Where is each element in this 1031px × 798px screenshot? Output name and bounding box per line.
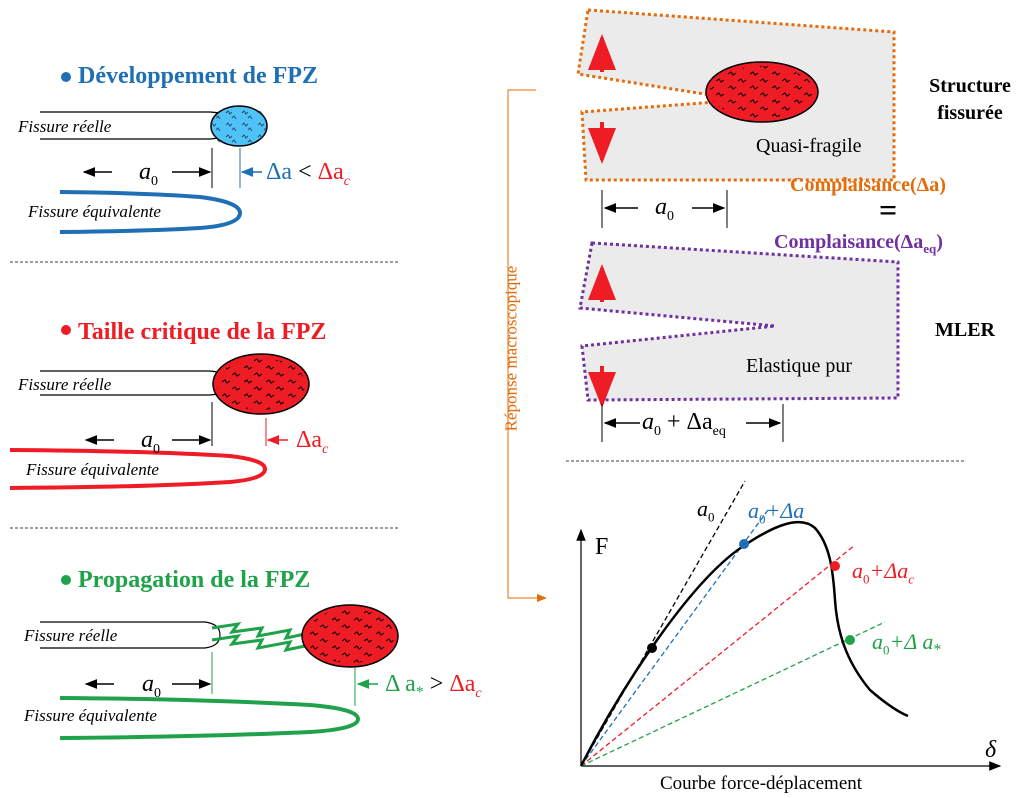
equiv-crack-shape xyxy=(59,190,243,234)
macro-response-label: Réponse macroscopique xyxy=(501,265,521,432)
mler-label: MLER xyxy=(935,319,995,341)
curve-point-2 xyxy=(830,561,840,571)
microcracks xyxy=(217,358,305,410)
specimen2-group xyxy=(578,241,900,442)
secant-line-3 xyxy=(580,621,886,767)
series-label-green: a0+Δ a* xyxy=(872,629,942,659)
microcracks xyxy=(306,609,394,663)
a0-label: a0 xyxy=(141,427,160,457)
equiv-crack-label: Fissure équivalente xyxy=(24,706,157,725)
real-crack-label: Fissure réelle xyxy=(24,626,118,645)
real-crack-label: Fissure réelle xyxy=(18,375,112,394)
structure-label: Structure xyxy=(929,75,1011,97)
curve-point-1 xyxy=(739,539,749,549)
y-axis-label: F xyxy=(595,534,609,560)
a0-label: a0 xyxy=(139,159,158,189)
equiv-crack-shape xyxy=(59,696,361,740)
force-displacement-curve xyxy=(579,520,909,767)
secant-line-0 xyxy=(580,480,746,767)
microcracks xyxy=(710,66,814,118)
equiv-crack-label: Fissure équivalente xyxy=(26,460,159,479)
specimen-elastic xyxy=(578,241,900,402)
a0-label: a0 xyxy=(655,194,674,224)
delta-condition: Δ a* > Δac xyxy=(385,671,482,701)
a0-plus-daeq-label: a0 + Δaeq xyxy=(642,409,726,439)
stage2-title: Taille critique de la FPZ xyxy=(78,319,327,345)
stage2-group xyxy=(9,325,310,490)
series-label-a0: a0 xyxy=(697,496,715,525)
specimen1-group xyxy=(576,8,896,228)
microcracks xyxy=(211,106,267,146)
stage3-group xyxy=(40,575,399,740)
delta-condition: Δa < Δac xyxy=(266,159,350,189)
curve-point-0 xyxy=(647,643,657,653)
equals-sign: = xyxy=(879,192,898,228)
x-axis-label: δ xyxy=(985,737,997,763)
secant-line-1 xyxy=(580,509,769,767)
bullet-icon xyxy=(61,72,71,82)
stage1-group xyxy=(40,72,268,234)
crack-bridge xyxy=(211,633,306,653)
real-crack-shape xyxy=(40,621,221,649)
specimen1-label: Quasi-fragile xyxy=(756,135,862,157)
specimen2-label: Elastique pur xyxy=(746,355,853,377)
dac-label: Δac xyxy=(296,427,329,457)
compliance-delta-a: Complaisance(Δa) xyxy=(790,174,946,196)
chart-title: Courbe force-déplacement xyxy=(660,773,863,794)
a0-label: a0 xyxy=(142,671,161,701)
bullet-icon xyxy=(61,575,71,585)
real-crack-label: Fissure réelle xyxy=(18,117,112,136)
bullet-icon xyxy=(61,325,71,335)
crack-bridge xyxy=(211,621,306,641)
secant-line-2 xyxy=(580,544,856,767)
series-label-red: a0+Δac xyxy=(852,558,915,587)
equiv-crack-shape xyxy=(9,448,268,490)
series-label-blue: a0+Δa xyxy=(748,498,805,527)
curve-point-3 xyxy=(845,635,855,645)
force-displacement-chart xyxy=(576,480,1002,771)
macro-bracket xyxy=(507,89,547,602)
equiv-crack-label: Fissure équivalente xyxy=(28,202,161,221)
stage3-title: Propagation de la FPZ xyxy=(78,567,311,593)
compliance-delta-aeq: Complaisance(Δaeq) xyxy=(774,231,943,256)
stage1-title: Développement de FPZ xyxy=(78,63,318,89)
structure-label: fissurée xyxy=(937,102,1003,124)
